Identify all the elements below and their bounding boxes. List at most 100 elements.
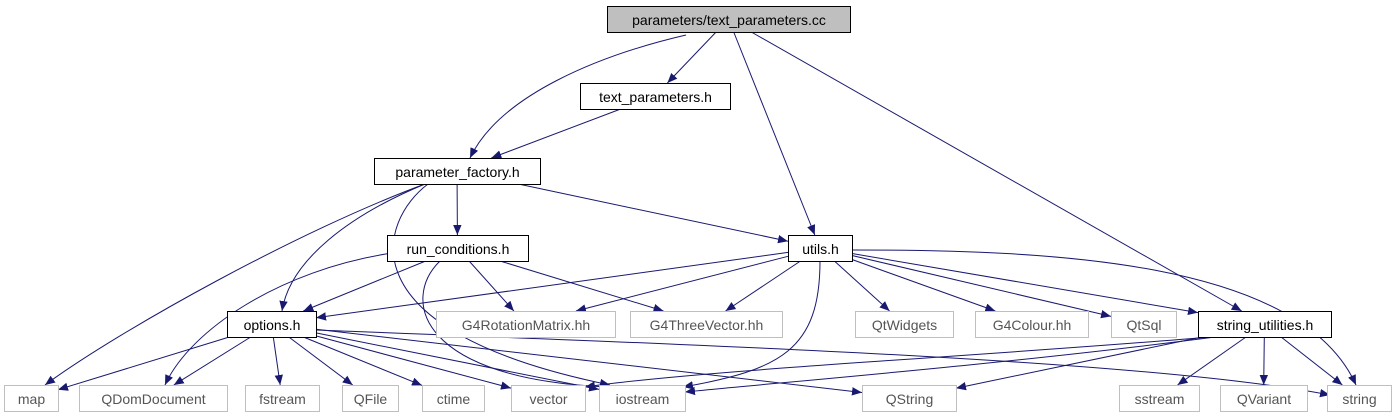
node-G4ThreeVector_hh: G4ThreeVector.hh: [630, 311, 783, 338]
edge-text_parameters_cc-to-string_utilities_h: [751, 31, 1242, 312]
node-label: G4Colour.hh: [993, 317, 1072, 333]
node-label: QtSql: [1126, 317, 1161, 333]
edge-utils_h-to-iostream: [682, 260, 821, 390]
node-box: [1119, 385, 1200, 412]
node-map: map: [4, 385, 59, 412]
edge-utils_h-to-G4ThreeVector_hh: [725, 260, 801, 312]
node-label: utils.h: [802, 241, 839, 257]
node-options_h[interactable]: options.h: [227, 311, 317, 338]
node-box: [227, 311, 317, 338]
edge-utils_h-to-G4RotationMatrix_hh: [575, 255, 789, 313]
node-label: parameter_factory.h: [395, 164, 519, 180]
node-label: ctime: [437, 391, 471, 407]
node-label: fstream: [259, 391, 306, 407]
node-label: vector: [529, 391, 567, 407]
edge-parameter_factory_h-to-options_h: [279, 183, 426, 312]
node-label: QDomDocument: [101, 391, 205, 407]
node-box: [1198, 311, 1332, 338]
node-box: [374, 158, 541, 185]
edge-string_utilities_h-to-QString: [955, 336, 1203, 391]
node-G4RotationMatrix_hh: G4RotationMatrix.hh: [436, 311, 616, 338]
edge-string_utilities_h-to-vector: [584, 336, 1211, 390]
edge-parameter_factory_h-to-utils_h: [518, 183, 789, 244]
node-ctime: ctime: [422, 385, 485, 412]
node-parameter_factory_h[interactable]: parameter_factory.h: [374, 158, 541, 185]
edge-run_conditions_h-to-QDomDocument: [164, 252, 393, 386]
node-run_conditions_h[interactable]: run_conditions.h: [387, 235, 529, 262]
edge-options_h-to-fstream: [272, 336, 283, 386]
node-label: sstream: [1135, 391, 1185, 407]
edge-options_h-to-QFile: [288, 336, 354, 386]
node-box: [436, 311, 616, 338]
edge-options_h-to-map: [57, 336, 230, 391]
node-box: [855, 311, 954, 338]
node-label: run_conditions.h: [407, 241, 510, 257]
node-label: QString: [886, 391, 933, 407]
node-box: [422, 385, 485, 412]
node-box: [1327, 385, 1392, 412]
node-box: [788, 235, 853, 262]
node-G4Colour_hh: G4Colour.hh: [975, 311, 1089, 338]
node-QVariant: QVariant: [1220, 385, 1308, 412]
node-label: text_parameters.h: [599, 89, 712, 105]
node-box: [599, 385, 686, 412]
node-label: options.h: [244, 317, 301, 333]
node-label: parameters/text_parameters.cc: [632, 12, 826, 28]
edge-options_h-to-QDomDocument: [173, 336, 251, 386]
node-utils_h[interactable]: utils.h: [788, 235, 853, 262]
node-box: [630, 311, 783, 338]
node-text_parameters_h[interactable]: text_parameters.h: [580, 83, 731, 110]
edge-utils_h-to-options_h: [315, 251, 789, 321]
edge-string_utilities_h-to-QVariant: [1259, 336, 1269, 386]
node-label: QVariant: [1237, 391, 1291, 407]
node-box: [511, 385, 586, 412]
file-nodes: parameters/text_parameters.cc text_parame…: [4, 6, 1392, 412]
node-label: QFile: [354, 391, 388, 407]
node-text_parameters_cc[interactable]: parameters/text_parameters.cc: [607, 6, 851, 33]
edge-text_parameters_cc-to-text_parameters_h: [667, 31, 717, 84]
edge-parameter_factory_h-to-iostream: [392, 183, 611, 388]
edge-options_h-to-vector: [315, 335, 512, 390]
node-label: map: [18, 391, 45, 407]
node-string: string: [1327, 385, 1392, 412]
node-label: G4RotationMatrix.hh: [462, 317, 590, 333]
edge-options_h-to-QString: [315, 328, 863, 396]
node-label: string_utilities.h: [1217, 317, 1314, 333]
node-label: string: [1342, 391, 1376, 407]
edge-text_parameters_h-to-parameter_factory_h: [491, 108, 621, 159]
edge-text_parameters_cc-to-parameter_factory_h: [469, 34, 687, 159]
edge-options_h-to-iostream: [315, 332, 600, 392]
node-iostream: iostream: [599, 385, 686, 412]
edge-run_conditions_h-to-options_h: [303, 260, 426, 312]
node-box: [387, 235, 529, 262]
node-box: [607, 6, 851, 33]
node-box: [245, 385, 320, 412]
edge-utils_h-to-string_utilities_h: [851, 253, 1199, 316]
node-box: [975, 311, 1089, 338]
node-QString: QString: [862, 385, 957, 412]
edge-string_utilities_h-to-string: [1280, 336, 1343, 386]
node-box: [1111, 311, 1177, 338]
edge-text_parameters_cc-to-utils_h: [733, 31, 816, 236]
edge-options_h-to-ctime: [303, 336, 423, 386]
node-QFile: QFile: [342, 385, 399, 412]
edge-utils_h-to-G4Colour_hh: [851, 259, 996, 312]
edge-string_utilities_h-to-sstream: [1177, 336, 1247, 386]
node-QDomDocument: QDomDocument: [79, 385, 228, 412]
node-label: iostream: [616, 391, 670, 407]
node-QtSql: QtSql: [1111, 311, 1177, 338]
node-box: [79, 385, 228, 412]
node-box: [4, 385, 59, 412]
edge-parameter_factory_h-to-map: [44, 183, 426, 386]
node-label: QtWidgets: [872, 317, 937, 333]
edge-run_conditions_h-to-G4ThreeVector_hh: [499, 260, 664, 313]
edge-utils_h-to-QtSql: [851, 255, 1112, 319]
edge-string_utilities_h-to-iostream: [684, 336, 1216, 396]
node-vector: vector: [511, 385, 586, 412]
node-string_utilities_h[interactable]: string_utilities.h: [1198, 311, 1332, 338]
node-label: G4ThreeVector.hh: [650, 317, 764, 333]
node-box: [1220, 385, 1308, 412]
node-box: [580, 83, 731, 110]
node-sstream: sstream: [1119, 385, 1200, 412]
edge-run_conditions_h-to-G4RotationMatrix_hh: [468, 260, 515, 312]
